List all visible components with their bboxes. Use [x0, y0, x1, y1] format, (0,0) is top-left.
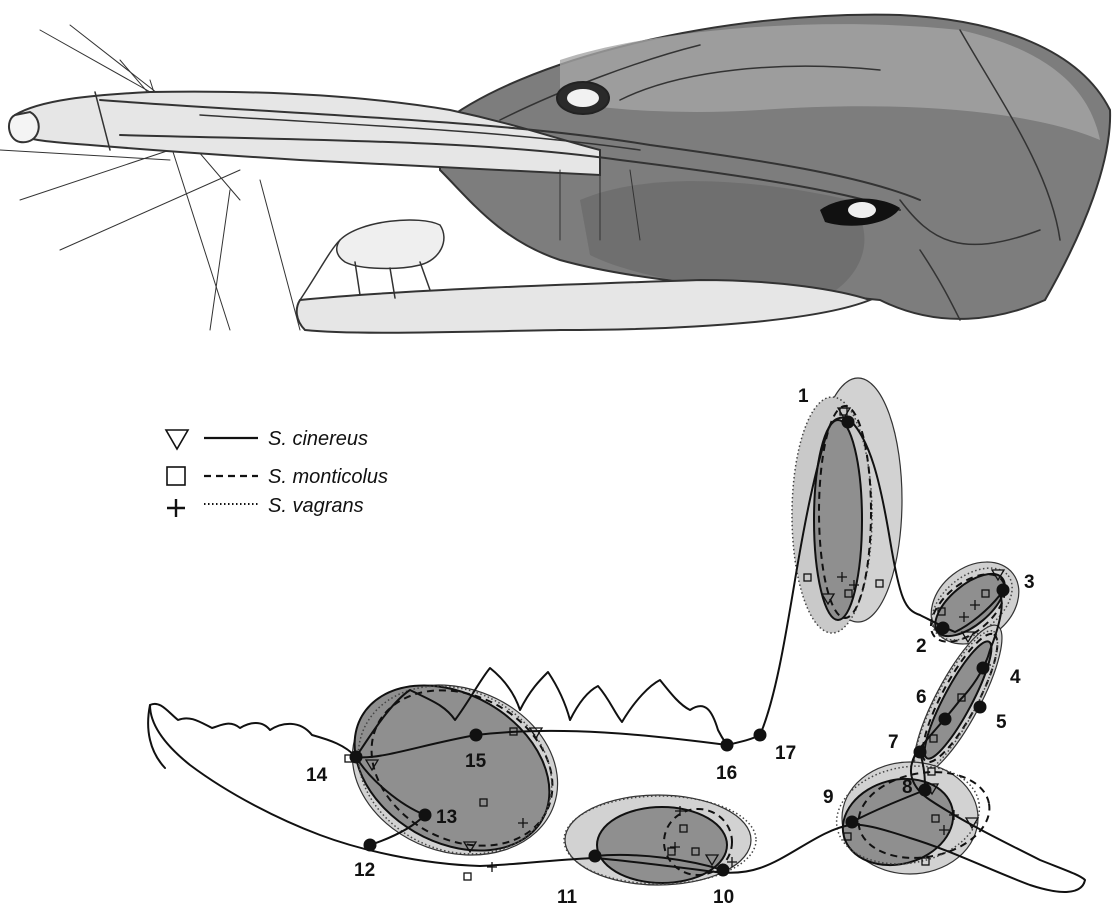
legend: S. cinereus S. monticolus S. vagrans — [166, 428, 388, 517]
mandible-diagram: 1 2 3 4 5 6 7 8 9 10 11 12 13 14 15 16 1… — [148, 378, 1085, 908]
landmark-label-14: 14 — [306, 765, 328, 786]
landmark-label-1: 1 — [798, 386, 809, 407]
landmark-label-4: 4 — [1010, 667, 1021, 688]
legend-label-monticolus: S. monticolus — [268, 466, 388, 488]
landmark-label-2: 2 — [916, 636, 927, 657]
landmark-label-8: 8 — [902, 777, 913, 798]
legend-item-vagrans: S. vagrans — [167, 495, 364, 517]
landmark-label-11: 11 — [557, 887, 578, 908]
landmark-label-3: 3 — [1024, 572, 1035, 593]
landmark-label-7: 7 — [888, 732, 899, 753]
plus-icon — [167, 499, 185, 517]
legend-label-cinereus: S. cinereus — [268, 428, 368, 450]
shrew-head-illustration — [0, 15, 1110, 333]
landmark-label-15: 15 — [465, 751, 487, 772]
landmark-label-17: 17 — [775, 743, 796, 764]
landmark-label-5: 5 — [996, 712, 1007, 733]
square-icon — [167, 467, 185, 485]
legend-item-monticolus: S. monticolus — [167, 466, 388, 488]
landmark-label-12: 12 — [354, 860, 375, 881]
landmark-label-9: 9 — [823, 787, 834, 808]
triangle-icon — [166, 430, 188, 449]
landmark-label-6: 6 — [916, 687, 927, 708]
landmark-label-16: 16 — [716, 763, 737, 784]
landmark-label-13: 13 — [436, 807, 457, 828]
legend-label-vagrans: S. vagrans — [268, 495, 364, 517]
landmark-label-10: 10 — [713, 887, 734, 908]
legend-item-cinereus: S. cinereus — [166, 428, 368, 450]
